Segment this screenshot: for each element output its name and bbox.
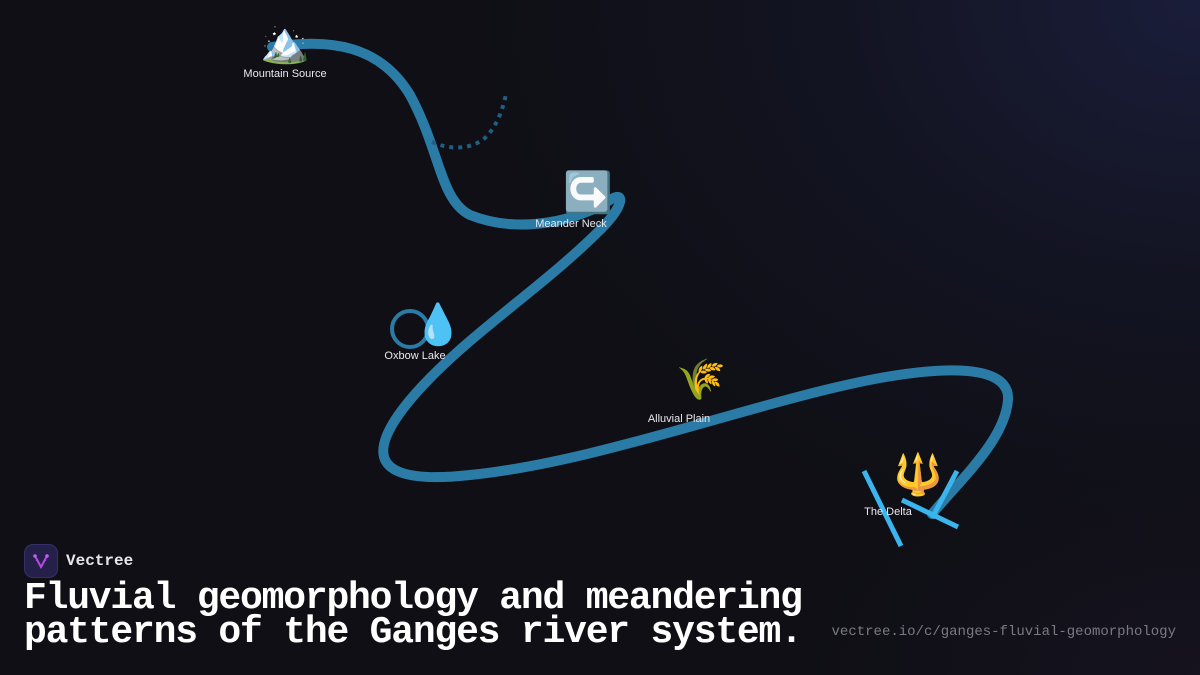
right-hook-arrow-icon: ↪️ — [563, 171, 613, 215]
page-title: Fluvial geomorphology and meandering pat… — [24, 577, 803, 654]
node-label: The Delta — [864, 506, 912, 518]
node-oxbow-lake: 💧 Oxbow Lake — [367, 302, 463, 362]
vectree-logo-icon — [24, 544, 58, 578]
node-label: Mountain Source — [243, 68, 327, 80]
trident-icon: 🔱 — [893, 453, 943, 497]
node-label: Alluvial Plain — [647, 413, 711, 425]
droplet-icon: 💧 — [413, 303, 463, 347]
node-label: Oxbow Lake — [384, 350, 446, 362]
node-label: Meander Neck — [535, 218, 607, 230]
river-channel — [267, 38, 1014, 519]
node-alluvial-plain: 🌾 Alluvial Plain — [632, 357, 726, 425]
source-url[interactable]: vectree.io/c/ganges-fluvial-geomorpholog… — [831, 624, 1176, 640]
brand: Vectree — [24, 544, 133, 578]
brand-name: Vectree — [66, 552, 134, 570]
snow-mountain-icon: 🏔️ — [260, 21, 310, 65]
node-meander-neck: ↪️ Meander Neck — [529, 170, 613, 230]
node-the-delta: 🔱 The Delta — [833, 452, 943, 518]
delta-distributaries — [861, 469, 960, 548]
oxbow-lake-ring — [390, 309, 430, 349]
rice-sheaf-icon: 🌾 — [676, 358, 726, 402]
node-mountain-source: 🏔️ Mountain Source — [243, 20, 326, 80]
cutoff-channel-dotted — [431, 93, 508, 150]
